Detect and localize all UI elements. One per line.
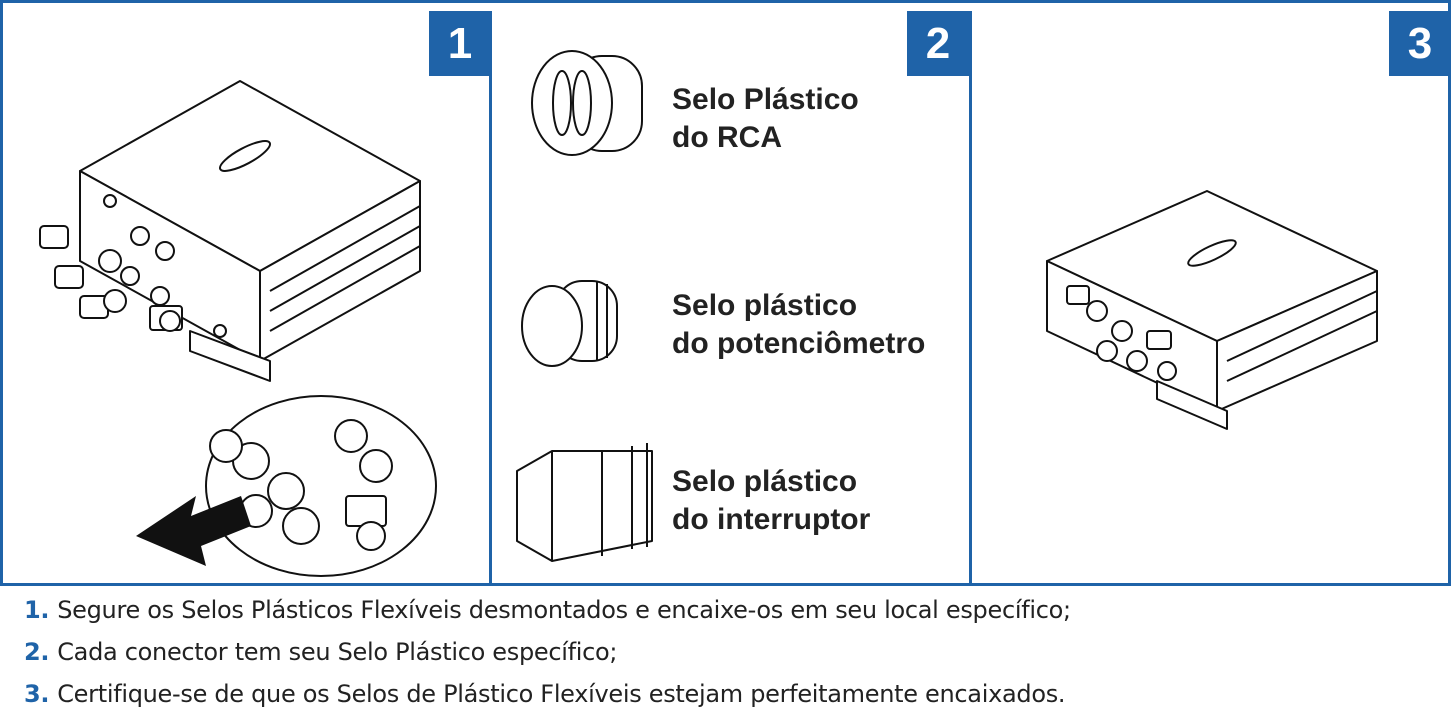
step-1: 1.Segure os Selos Plásticos Flexíveis de…: [24, 596, 1071, 624]
panel-number-badge: 3: [1389, 11, 1451, 76]
illustration-frame: 1: [0, 0, 1451, 586]
potentiometer-seal-illustration: [521, 280, 618, 367]
amplifier-assembled-illustration: [1046, 190, 1378, 430]
step-2: 2.Cada conector tem seu Selo Plástico es…: [24, 638, 618, 666]
detail-zoom-illustration: [136, 395, 437, 577]
rca-seal-illustration: [531, 50, 643, 156]
panel-1: 1: [6, 11, 491, 586]
panel-number-badge: 1: [429, 11, 491, 76]
panel-3: 3: [969, 11, 1451, 586]
arrow-icon: [136, 496, 251, 566]
amplifier-illustration: [39, 80, 421, 382]
step-3: 3.Certifique-se de que os Selos de Plást…: [24, 680, 1066, 708]
panel-number-badge: 2: [907, 11, 969, 76]
switch-seal-illustration: [516, 443, 653, 562]
